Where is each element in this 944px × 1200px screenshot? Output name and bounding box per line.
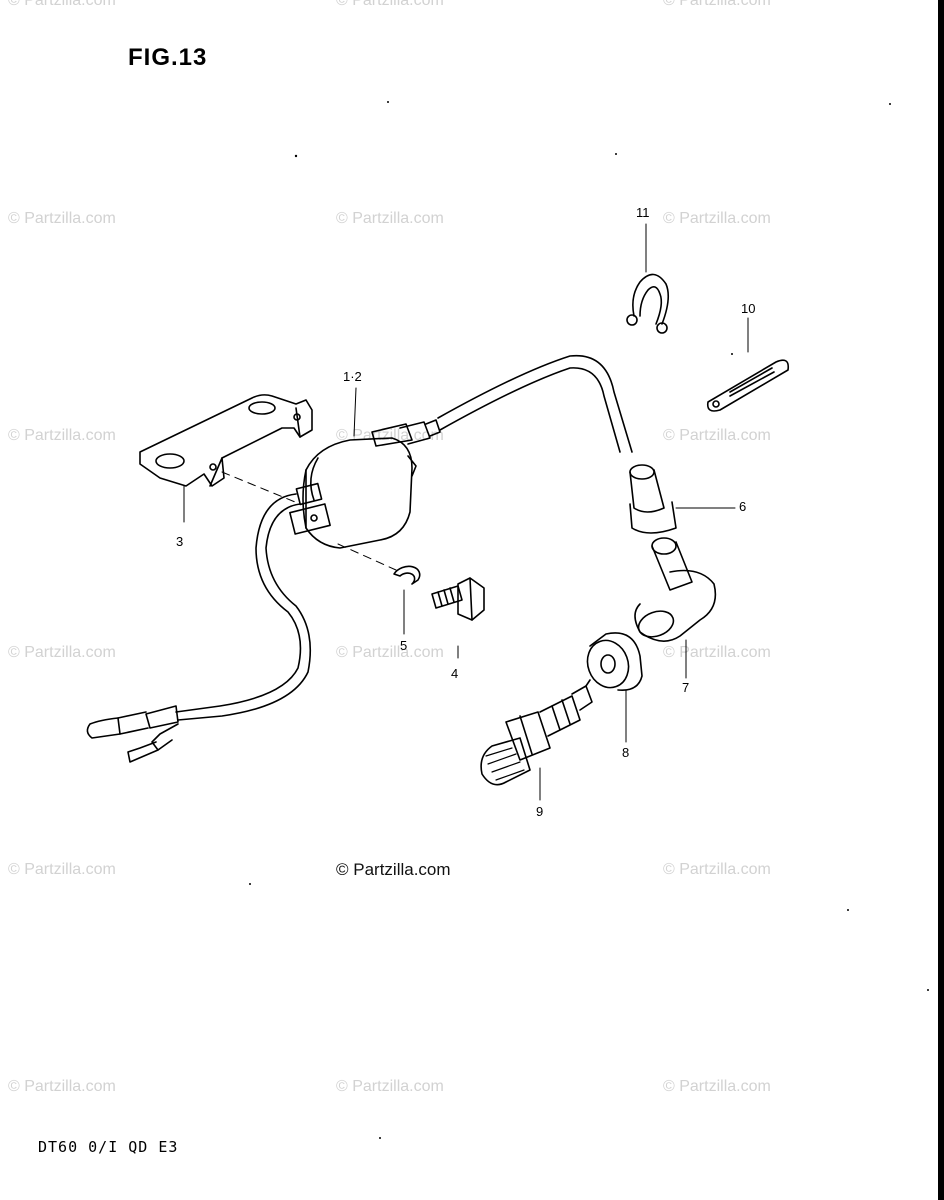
watermark: © Partzilla.com (336, 210, 444, 227)
watermark: © Partzilla.com (336, 644, 444, 661)
watermark: © Partzilla.com (8, 1078, 116, 1095)
wire-clamp (627, 224, 668, 333)
callout-label-4: 4 (451, 666, 459, 681)
watermark: © Partzilla.com (8, 861, 116, 878)
credit-text: © Partzilla.com (336, 860, 451, 879)
lock-washer (394, 566, 420, 634)
watermark: © Partzilla.com (663, 644, 771, 661)
primary-terminals (87, 706, 178, 762)
model-code: DT60 0/I QD E3 (38, 1138, 179, 1156)
spark-plug-cap (635, 538, 715, 678)
figure-title: FIG.13 (128, 44, 208, 71)
page-edge-bar (938, 0, 944, 1200)
callout-label-5: 5 (400, 638, 408, 653)
callout-label-10: 10 (741, 301, 756, 316)
wire-band (708, 318, 789, 411)
watermark: © Partzilla.com (336, 0, 444, 9)
watermark: © Partzilla.com (8, 427, 116, 444)
plug-cover (581, 633, 642, 742)
callout-label-7: 7 (682, 680, 690, 695)
bolt (432, 578, 484, 658)
watermark: © Partzilla.com (663, 210, 771, 227)
callout-label-8: 8 (622, 745, 630, 760)
ignition-coil (290, 420, 440, 548)
watermark: © Partzilla.com (8, 0, 116, 9)
callout-label-6: 6 (739, 499, 747, 514)
watermark: © Partzilla.com (663, 1078, 771, 1095)
callout-label-9: 9 (536, 804, 544, 819)
watermark: © Partzilla.com (663, 0, 771, 9)
high-tension-lead (438, 356, 632, 452)
plug-cap-seal (630, 465, 735, 533)
callout-label-1-2: 1·2 (343, 369, 362, 384)
watermark: © Partzilla.com (336, 1078, 444, 1095)
watermark: © Partzilla.com (8, 210, 116, 227)
watermark: © Partzilla.com (663, 427, 771, 444)
watermark: © Partzilla.com (663, 861, 771, 878)
callout-label-11: 11 (636, 205, 650, 220)
spark-plug (481, 680, 592, 800)
callout-label-3: 3 (176, 534, 184, 549)
watermark: © Partzilla.com (8, 644, 116, 661)
coil-bracket (140, 395, 312, 522)
